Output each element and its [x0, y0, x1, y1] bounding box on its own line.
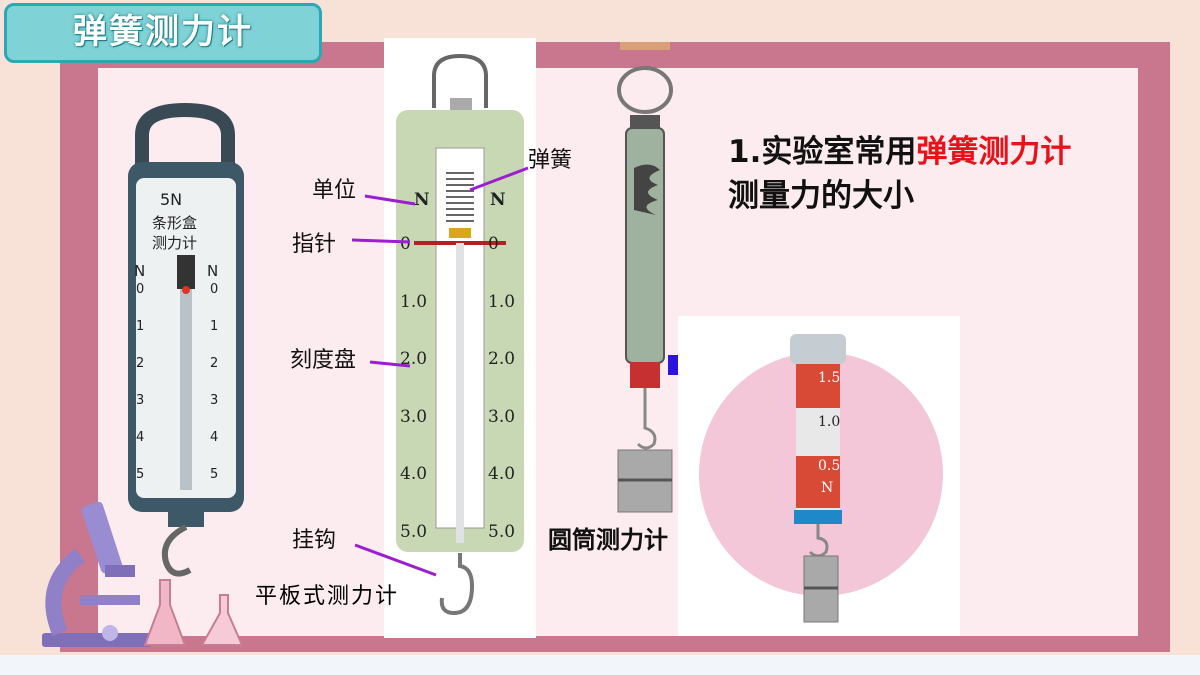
strip-tick-left-0: 0 [136, 282, 145, 297]
main-text-line1: 1.实验室常用弹簧测力计 [728, 130, 1158, 174]
flat-tick-left-3: 3.0 [400, 406, 428, 427]
flat-unit-right: N [490, 190, 506, 210]
strip-tick-left-3: 3 [136, 393, 145, 408]
zoom-scale-2: 1.0 [818, 414, 841, 430]
strip-tick-left-5: 5 [136, 467, 145, 482]
flat-meter-caption: 平板式测力计 [255, 584, 400, 609]
label-hook: 挂钩 [292, 528, 337, 553]
cylinder-zoom [699, 334, 943, 623]
cylinder-meter-caption: 圆筒测力计 [548, 526, 668, 554]
flat-tick-left-2: 2.0 [400, 349, 428, 369]
cylinder-meter [617, 42, 673, 513]
flat-tick-left-1: 1.0 [400, 291, 428, 312]
strip-unit-right: N [207, 262, 219, 280]
strip-tick-right-0: 0 [210, 282, 219, 297]
flat-tick-right-5: 5.0 [488, 521, 516, 542]
label-dial: 刻度盘 [290, 348, 357, 373]
zoom-scale-unit: N [821, 480, 834, 496]
zoom-scale-3: 0.5 [818, 458, 841, 474]
flat-unit-left: N [414, 190, 430, 210]
strip-tick-right-3: 3 [210, 393, 219, 408]
content-board [98, 68, 1138, 636]
main-text-line2: 测量力的大小 [728, 178, 914, 214]
strip-tick-right-2: 2 [210, 356, 219, 371]
strip-unit-left: N [134, 262, 146, 280]
flat-tick-right-4: 4.0 [488, 464, 516, 484]
strip-tick-left-2: 2 [136, 356, 145, 371]
strip-name-1: 条形盒 [152, 214, 198, 232]
zoom-scale-1: 1.5 [818, 370, 841, 386]
flat-meter [396, 53, 524, 616]
strip-tick-right-4: 4 [210, 430, 219, 445]
flat-tick-left-0: 0 [400, 234, 411, 254]
flat-tick-right-2: 2.0 [488, 349, 516, 369]
flat-tick-right-0: 0 [488, 234, 499, 254]
main-text-highlight: 弹簧测力计 [916, 134, 1072, 170]
label-unit: 单位 [312, 178, 357, 203]
flat-tick-right-1: 1.0 [488, 291, 516, 312]
main-text-prefix: 1.实验室常用 [728, 134, 917, 170]
strip-tick-left-1: 1 [136, 319, 145, 334]
strip-capacity: 5N [160, 190, 183, 209]
page-title: 弹簧测力计 [73, 12, 253, 52]
strip-tick-right-1: 1 [210, 319, 219, 334]
bottom-strip [0, 655, 1200, 675]
label-spring: 弹簧 [528, 148, 573, 173]
main-text: 1.实验室常用弹簧测力计 测量力的大小 [728, 130, 1158, 218]
flat-tick-left-5: 5.0 [400, 521, 428, 542]
strip-box-meter [128, 102, 244, 577]
flat-tick-right-3: 3.0 [488, 406, 516, 427]
strip-tick-right-5: 5 [210, 467, 219, 482]
strip-name-2: 测力计 [152, 234, 198, 252]
strip-tick-left-4: 4 [136, 430, 145, 445]
label-pointer: 指针 [292, 232, 337, 257]
title-banner [4, 3, 322, 63]
microscope-icon [42, 501, 244, 647]
flat-tick-left-4: 4.0 [400, 464, 428, 484]
